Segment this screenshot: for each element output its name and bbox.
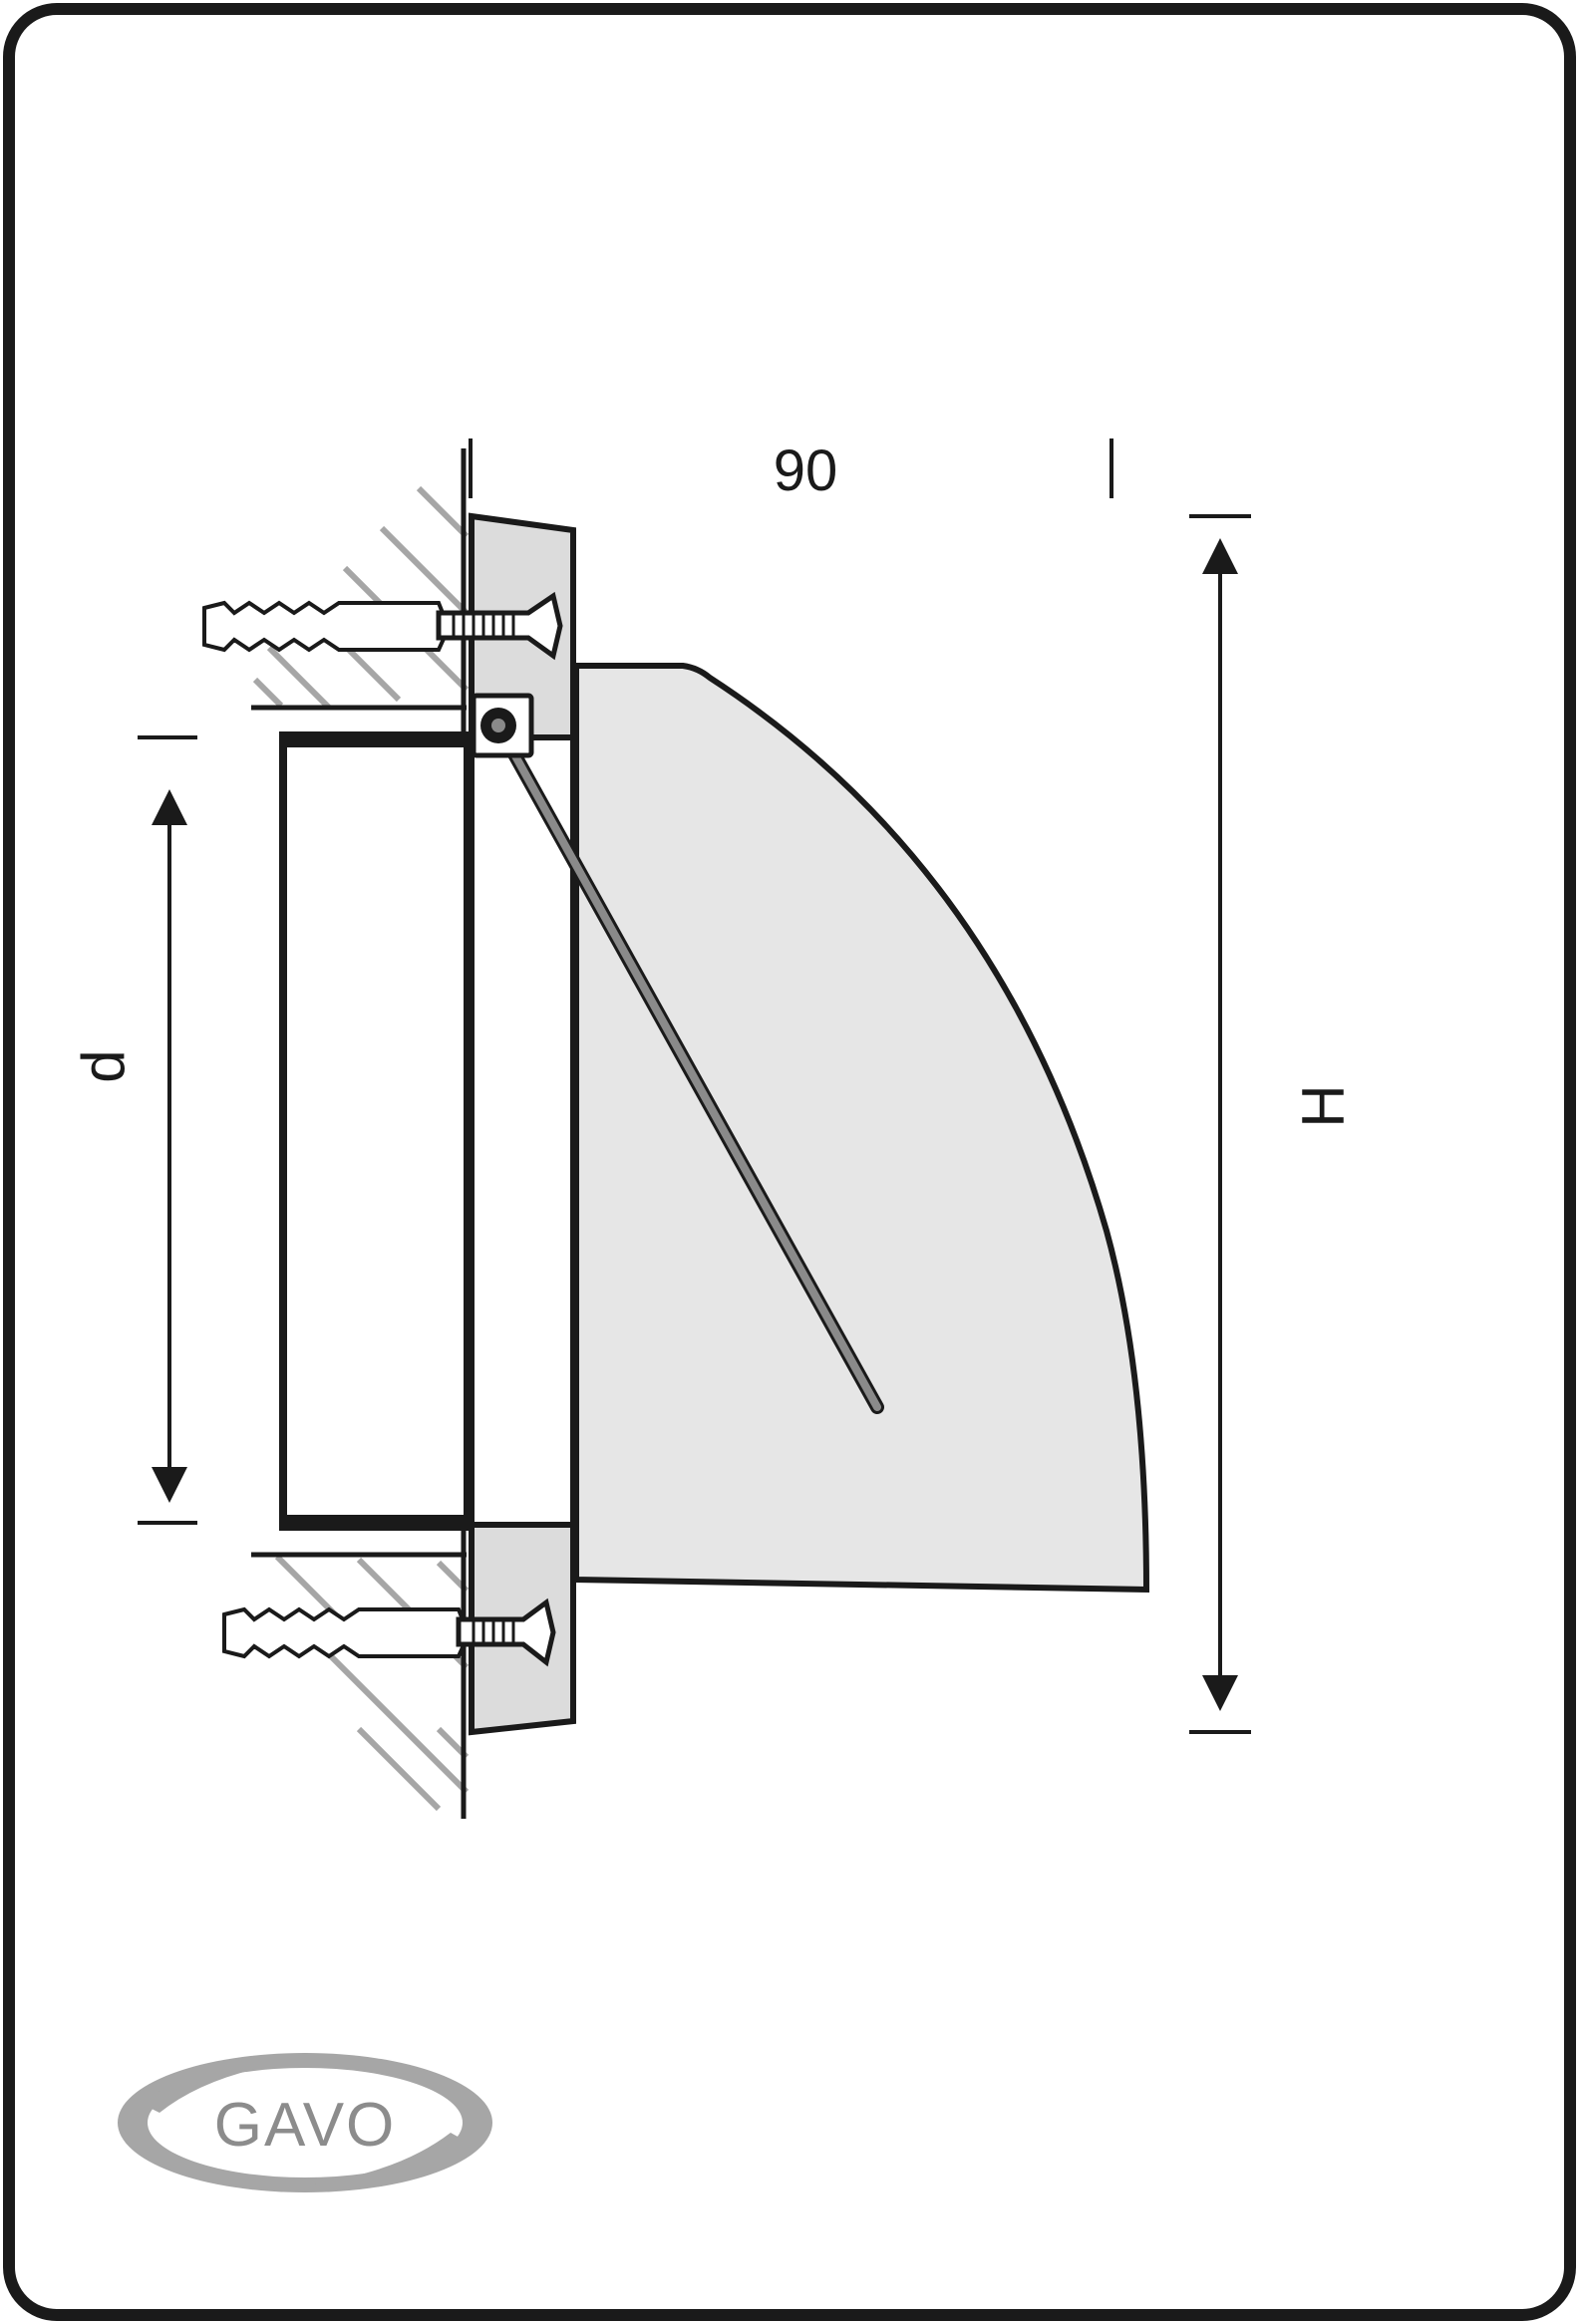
- duct-spigot: [279, 731, 472, 1531]
- height-arrow-up: [1202, 538, 1238, 574]
- duct-dimension: [138, 735, 197, 1525]
- duct-label: d: [70, 1049, 137, 1082]
- duct-arrow-up: [152, 789, 187, 825]
- top-wall-plug: [202, 600, 452, 653]
- damper-flap-core: [494, 722, 881, 1411]
- logo-accent-right: [309, 2133, 469, 2184]
- height-label: H: [1290, 1084, 1357, 1127]
- height-arrow-down: [1202, 1675, 1238, 1711]
- logo-accent: [140, 2061, 299, 2113]
- bottom-screw-shaft: [456, 1598, 556, 1667]
- duct-arrow-down: [152, 1467, 187, 1503]
- gavo-logo: GAVO: [118, 2053, 492, 2192]
- top-screw-anchor: [202, 591, 563, 661]
- logo-inner-ellipse: [148, 2068, 463, 2178]
- depth-label: 90: [774, 438, 838, 503]
- bottom-screw-anchor: [222, 1598, 556, 1667]
- weather-hood: [573, 663, 1150, 1594]
- hinge-pin-center: [491, 719, 505, 732]
- logo-text: GAVO: [214, 2091, 397, 2160]
- flange-center: [469, 734, 576, 1528]
- height-dimension: [1189, 514, 1251, 1734]
- depth-dimension: [469, 438, 1113, 498]
- bottom-wall-plug: [222, 1606, 472, 1659]
